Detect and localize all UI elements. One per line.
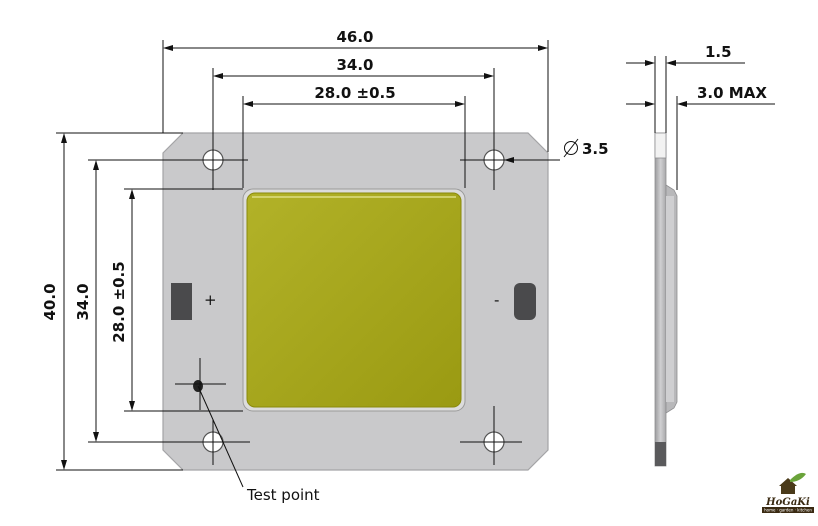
test-point bbox=[175, 358, 244, 488]
dim-emitter-width-label: 28.0 ±0.5 bbox=[314, 84, 395, 102]
dim-emitter-height-label: 28.0 ±0.5 bbox=[110, 261, 128, 342]
test-point-label: Test point bbox=[246, 486, 320, 504]
dim-hole-diameter-label: 3.5 bbox=[582, 140, 609, 158]
negative-sign: - bbox=[494, 291, 499, 309]
dim-overall-height-label: 40.0 bbox=[41, 283, 59, 320]
dim-emitter-width bbox=[242, 96, 466, 188]
logo-tagline: home · garden · kitchen bbox=[764, 508, 812, 513]
dim-overall-width bbox=[162, 40, 549, 152]
mounting-hole-bottom-right bbox=[460, 406, 522, 465]
dim-hole-pitch-y bbox=[88, 159, 203, 443]
logo-name: HoGaKi bbox=[765, 497, 810, 508]
dim-hole-pitch-y-label: 34.0 bbox=[74, 283, 92, 320]
dim-overall-height bbox=[56, 132, 183, 471]
dim-max-height-label: 3.0 MAX bbox=[697, 84, 767, 102]
dim-hole-diameter bbox=[504, 138, 579, 163]
dim-substrate-thickness-label: 1.5 bbox=[705, 43, 732, 61]
dim-emitter-height bbox=[124, 188, 243, 412]
dim-max-height bbox=[626, 96, 775, 190]
positive-sign: + bbox=[204, 291, 217, 309]
led-emitter-area bbox=[246, 192, 462, 408]
dim-hole-pitch-x bbox=[212, 68, 495, 148]
dim-substrate-thickness bbox=[626, 56, 745, 133]
negative-pad bbox=[514, 283, 536, 320]
house-leaf-icon bbox=[779, 478, 797, 494]
dim-hole-pitch-x-label: 34.0 bbox=[336, 56, 373, 74]
side-profile-view bbox=[654, 132, 678, 467]
hogaki-logo: HoGaKi home · garden · kitchen bbox=[762, 472, 814, 513]
positive-pad bbox=[171, 283, 192, 320]
dim-overall-width-label: 46.0 bbox=[336, 28, 373, 46]
